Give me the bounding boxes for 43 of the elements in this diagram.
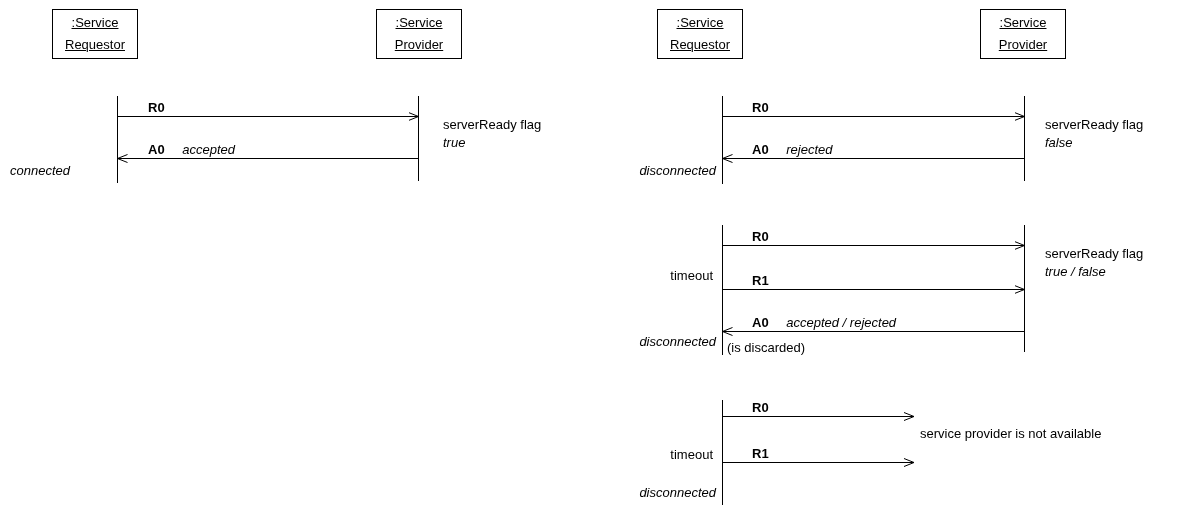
lifeline [722,400,723,505]
state-label: timeout [670,268,713,284]
state-label: true / false [1045,264,1106,280]
message-arrow [722,412,915,421]
state-label: serverReady flag [1045,117,1144,133]
state-label: false [1045,135,1073,151]
state-label: connected [10,163,70,179]
object-box: :Service Requestor [52,9,138,59]
message-label: A0 rejected [752,142,833,158]
message-arrow [722,285,1025,294]
note-text: (is discarded) [727,340,806,356]
state-label: timeout [670,447,713,463]
state-label: disconnected [639,334,716,350]
message-arrow [722,154,1025,163]
message-label: A0 accepted / rejected [752,315,897,331]
object-box: :Service Requestor [657,9,743,59]
lifeline [722,96,723,184]
object-box: :Service Provider [980,9,1066,59]
message-arrow [722,241,1025,250]
message-label: R0 [752,100,769,116]
lifeline [1024,96,1025,181]
state-label: serverReady flag [1045,246,1144,262]
message-label: R0 [752,400,769,416]
message-arrow [117,112,419,121]
message-label: R1 [752,446,769,462]
message-arrow [722,112,1025,121]
object-box: :Service Provider [376,9,462,59]
note-text: service provider is not available [920,426,1102,442]
message-arrow [722,458,915,467]
message-label: R0 [752,229,769,245]
lifeline [722,225,723,355]
message-arrow [722,327,1025,336]
state-label: disconnected [639,163,716,179]
message-label: A0 accepted [148,142,235,158]
message-label: R1 [752,273,769,289]
message-arrow [117,154,419,163]
lifeline [418,96,419,181]
state-label: serverReady flag [443,117,542,133]
lifeline [1024,225,1025,352]
state-label: true [443,135,466,151]
message-label: R0 [148,100,165,116]
lifeline [117,96,118,183]
state-label: disconnected [639,485,716,501]
